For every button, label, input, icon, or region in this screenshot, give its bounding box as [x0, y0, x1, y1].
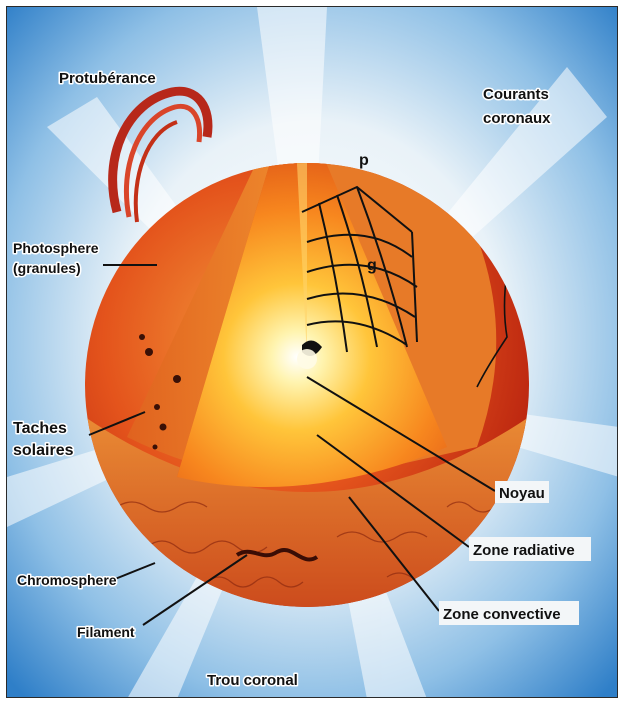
label-courants-2: coronaux: [483, 110, 551, 127]
label-g-mode: g: [367, 257, 377, 274]
label-filament: Filament: [77, 624, 135, 640]
label-taches-2: solaires: [13, 442, 74, 459]
label-zone-convective: Zone convective: [443, 606, 561, 623]
label-noyau: Noyau: [499, 485, 545, 502]
label-zone-radiative: Zone radiative: [473, 542, 575, 559]
sun-illustration: Protubérance Courants coronaux Photosphe…: [7, 7, 618, 698]
sun-structure-diagram: Protubérance Courants coronaux Photosphe…: [6, 6, 618, 698]
label-protuberance: Protubérance: [59, 70, 156, 87]
label-taches-1: Taches: [13, 420, 67, 437]
label-chromosphere: Chromosphere: [17, 572, 117, 588]
label-photosphere-1: Photosphere: [13, 240, 99, 256]
label-photosphere-2: (granules): [13, 260, 81, 276]
label-courants-1: Courants: [483, 86, 549, 103]
label-p-mode: p: [359, 152, 369, 169]
label-trou-coronal: Trou coronal: [207, 672, 298, 689]
